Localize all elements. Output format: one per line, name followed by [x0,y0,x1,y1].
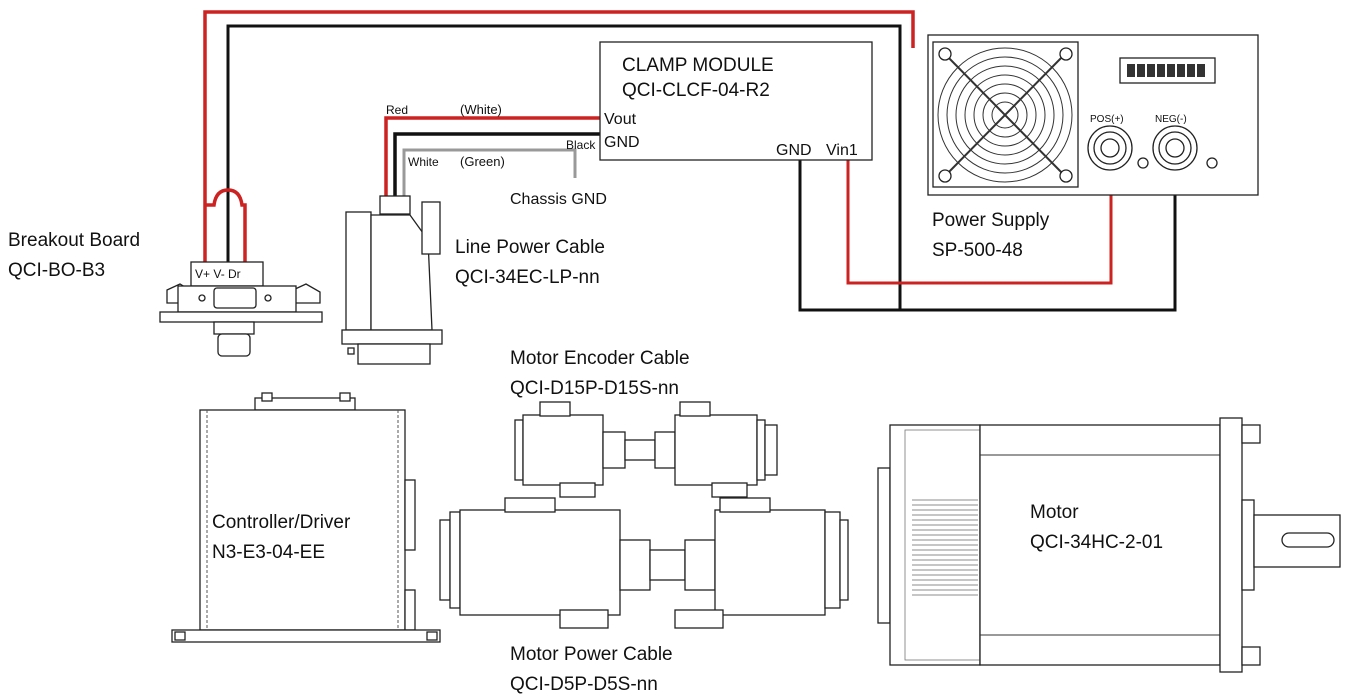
pos-terminal-icon [1087,125,1133,171]
motor-encoder-cable-model: QCI-D15P-D15S-nn [510,378,679,399]
line-power-cable-name: Line Power Cable [455,237,605,258]
red-wire-hump [205,188,247,262]
power-supply: POS(+) NEG(-) [927,34,1259,196]
fan-icon [932,41,1079,188]
wire-label-white-paren: (White) [460,102,502,117]
motor-name: Motor [1030,502,1079,523]
clamp-module-title: CLAMP MODULE [622,55,774,76]
breakout-board-model: QCI-BO-B3 [8,260,105,281]
breakout-board-name: Breakout Board [8,230,140,251]
wires [203,10,1177,312]
clamp-gnd-right-label: GND [776,142,812,159]
breakout-pin-labels: V+ V- Dr [195,267,241,281]
neg-terminal-label: NEG(-) [1155,114,1187,125]
wire-label-red: Red [386,103,408,117]
clamp-vin-label: Vin1 [826,142,858,159]
clamp-module-model: QCI-CLCF-04-R2 [622,80,770,101]
motor-drawing [877,417,1341,673]
line-power-black-wire [393,132,600,200]
motor-power-cable-drawing [439,497,849,629]
motor-power-cable-name: Motor Power Cable [510,644,673,665]
power-supply-name: Power Supply [932,210,1050,231]
motor-cooling-fins [912,499,978,596]
pos-terminal-label: POS(+) [1090,114,1124,125]
power-supply-model: SP-500-48 [932,240,1023,261]
red-wire-vin-to-pos [846,155,1113,285]
clamp-gnd-left-label: GND [604,134,640,151]
wire-label-chassis-gnd: Chassis GND [510,191,607,208]
line-power-gray-wire [402,148,577,200]
wire-label-white: White [408,155,439,169]
motor-encoder-cable-drawing [514,401,778,498]
clamp-vout-label: Vout [604,111,637,128]
wire-label-black: Black [566,138,596,152]
line-power-red-wire [384,116,600,200]
wire-label-green-paren: (Green) [460,154,505,169]
motor-model: QCI-34HC-2-01 [1030,532,1163,553]
motor-encoder-cable-name: Motor Encoder Cable [510,348,690,369]
controller-driver-drawing [171,392,441,643]
controller-name: Controller/Driver [212,512,351,533]
dip-switch-icon [1119,57,1216,84]
indicator-led-icon [1137,157,1149,169]
red-wire-breakout-to-vout [203,10,915,262]
controller-model: N3-E3-04-EE [212,542,325,563]
indicator-led-icon [1206,157,1218,169]
black-wire-breakout [226,24,902,310]
black-wire-gnd-to-neg [798,155,1177,312]
breakout-board: V+ V- Dr [159,261,323,357]
motor-power-cable-model: QCI-D5P-D5S-nn [510,674,658,695]
neg-terminal-icon [1152,125,1198,171]
line-power-cable-model: QCI-34EC-LP-nn [455,267,600,288]
line-power-cable-connector [341,195,443,365]
clamp-module: CLAMP MODULE QCI-CLCF-04-R2 Vout GND GND… [599,41,873,161]
